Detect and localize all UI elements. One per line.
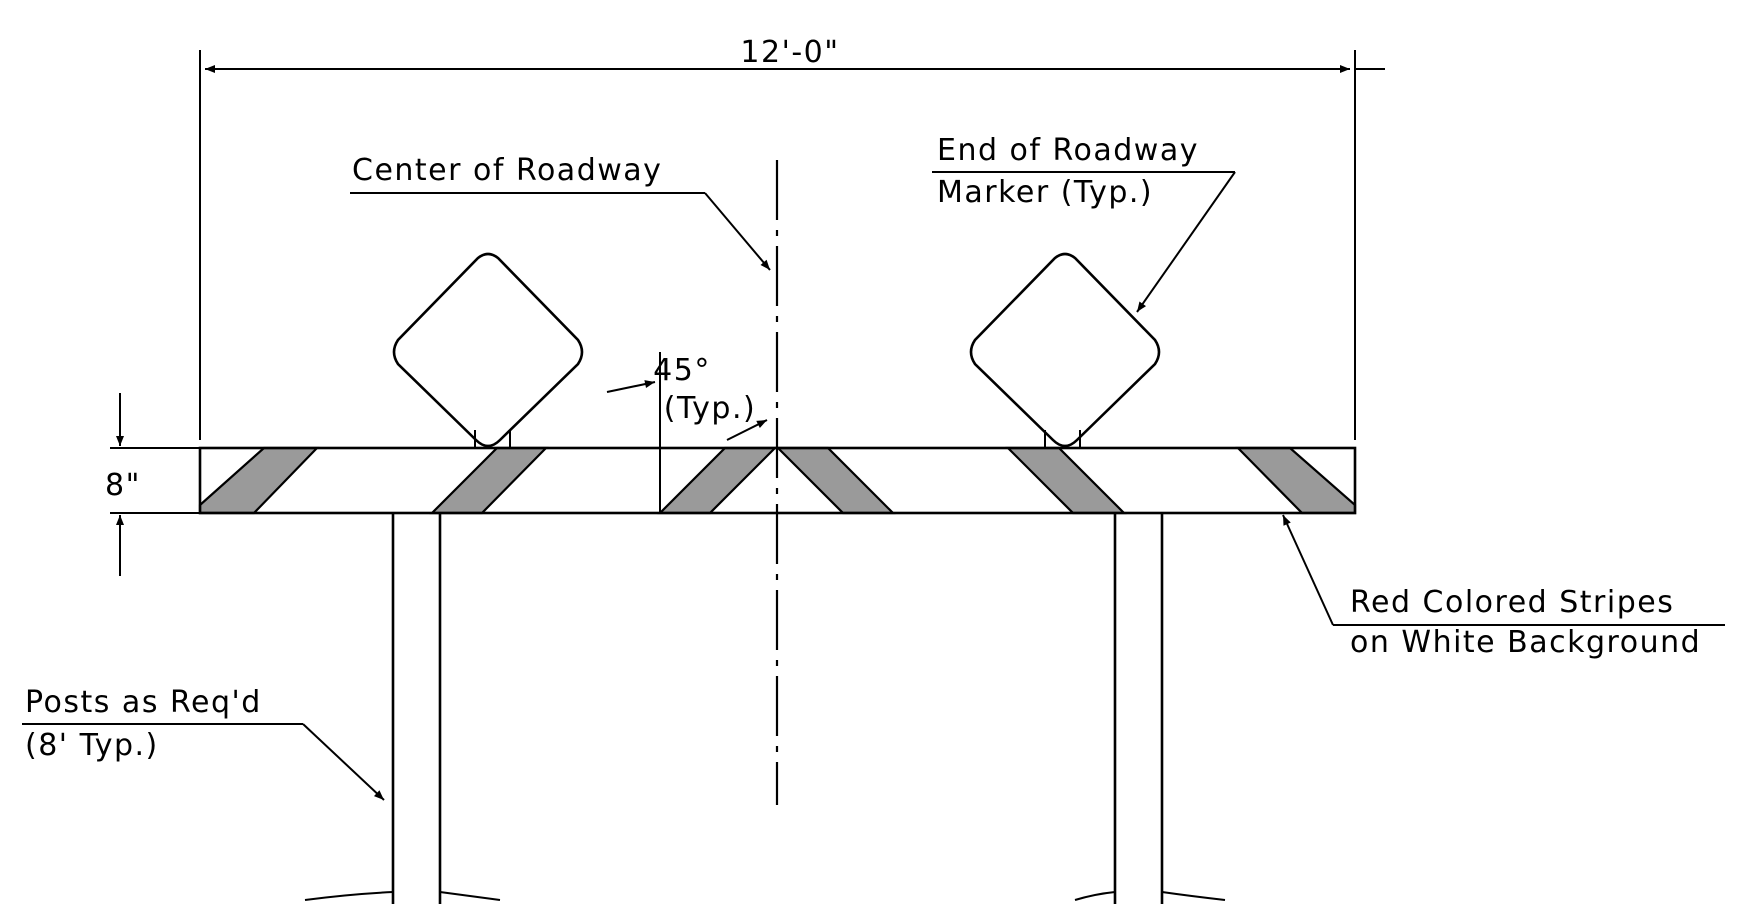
center-label: Center of Roadway — [352, 153, 662, 188]
angle-note: 45° (Typ.) — [606, 352, 768, 513]
marker-label-line1: End of Roadway — [937, 133, 1199, 168]
stripes-label-group: Red Colored Stripes on White Background — [1282, 514, 1725, 660]
width-dimension: 12'-0" — [199, 35, 1385, 440]
width-dimension-label: 12'-0" — [740, 35, 839, 70]
stripes-label-line1: Red Colored Stripes — [1350, 585, 1674, 620]
marker-label-group: End of Roadway Marker (Typ.) — [932, 133, 1236, 313]
angle-note-label: (Typ.) — [664, 391, 756, 426]
posts-label-group: Posts as Req'd (8' Typ.) — [22, 685, 385, 801]
left-post — [304, 513, 501, 904]
center-label-group: Center of Roadway — [350, 153, 771, 271]
height-dimension-label: 8" — [105, 468, 141, 503]
right-post — [1074, 513, 1226, 904]
height-dimension: 8" — [105, 393, 200, 576]
stripes-label-line2: on White Background — [1350, 625, 1701, 660]
posts-label-line1: Posts as Req'd — [25, 685, 262, 720]
right-end-marker — [969, 252, 1161, 448]
left-end-marker — [392, 252, 584, 448]
marker-label-line2: Marker (Typ.) — [937, 175, 1153, 210]
posts-label-line2: (8' Typ.) — [25, 728, 159, 763]
angle-value: 45° — [653, 353, 711, 388]
